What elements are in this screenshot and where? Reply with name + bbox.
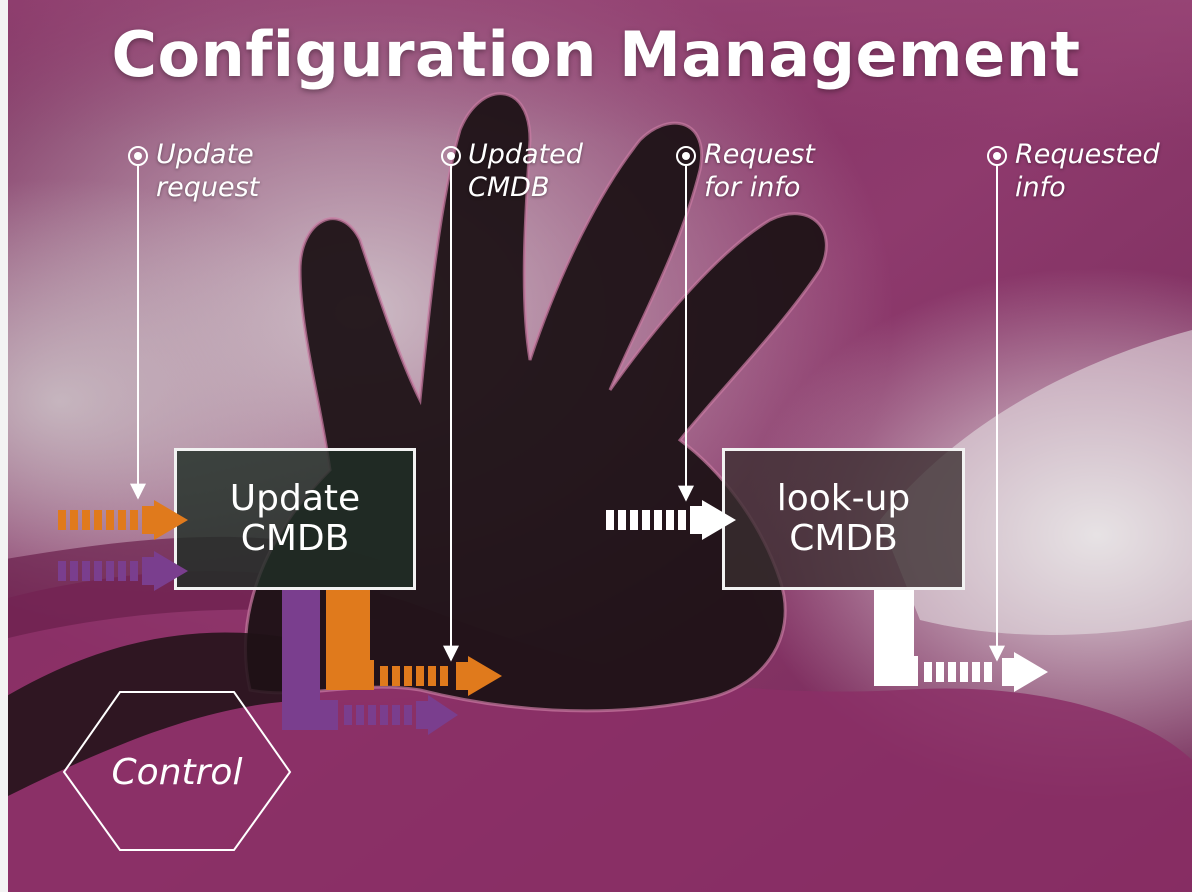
target-dot-icon: [441, 146, 461, 166]
update-cmdb-box: Update CMDB: [174, 448, 416, 590]
label-line-1: Update: [156, 139, 254, 170]
box-line-2: CMDB: [789, 518, 898, 559]
label-updated-cmdb: Updated CMDB: [468, 138, 583, 204]
label-line-1: Updated: [468, 139, 583, 170]
purple-input-arrow: [58, 551, 188, 591]
slide-title: Configuration Management: [111, 18, 1081, 91]
label-line-2: CMDB: [468, 172, 550, 203]
label-requested-info: Requested info: [1015, 138, 1160, 204]
label-line-1: Requested: [1015, 139, 1160, 170]
orange-output-arrow: [326, 590, 502, 696]
white-output-arrow: [874, 590, 1048, 692]
box-line-2: CMDB: [240, 518, 350, 559]
control-label: Control: [111, 752, 243, 793]
white-input-arrow: [606, 500, 736, 540]
box-line-1: look-up: [776, 478, 911, 519]
label-update-request: Update request: [156, 138, 259, 204]
left-edge-strip: [0, 0, 8, 892]
control-hexagon: [62, 691, 292, 851]
label-request-for-info: Request for info: [704, 138, 815, 204]
purple-output-arrow: [282, 590, 458, 735]
label-line-2: for info: [704, 172, 801, 203]
label-line-1: Request: [704, 139, 815, 170]
box-line-1: Update: [229, 478, 361, 519]
orange-input-arrow: [58, 500, 188, 540]
target-dot-icon: [676, 146, 696, 166]
target-dot-icon: [987, 146, 1007, 166]
label-line-2: info: [1015, 172, 1066, 203]
label-line-2: request: [156, 172, 260, 203]
target-dot-icon: [128, 146, 148, 166]
lookup-cmdb-box: look-up CMDB: [722, 448, 965, 590]
